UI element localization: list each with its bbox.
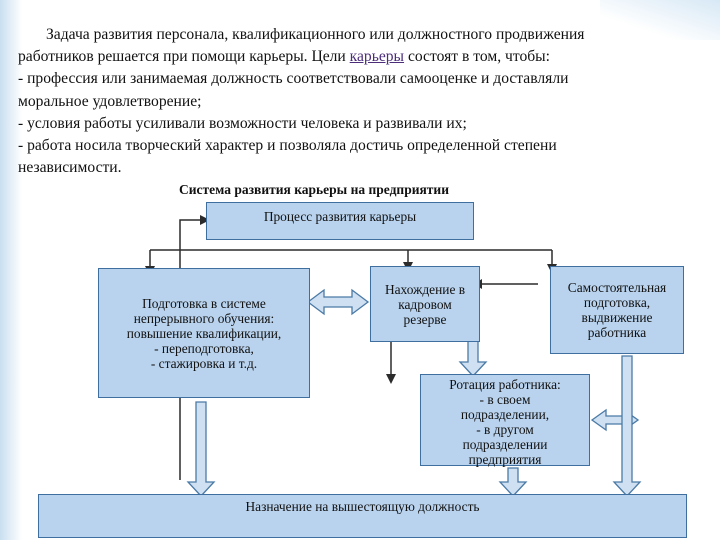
down-arrow-rotation — [498, 467, 528, 497]
reserve-box: Нахождение в кадровом резерве — [370, 266, 480, 342]
intro-line-4: моральное удовлетворение; — [18, 92, 202, 110]
self-training-box: Самостоятельная подготовка, выдвижение р… — [550, 266, 684, 354]
intro-paragraph: Задача развития персонала, квалификацион… — [18, 24, 708, 179]
appointment-box: Назначение на вышестоящую должность — [38, 494, 687, 538]
down-arrow-self-to-rotation — [458, 339, 488, 377]
career-system-diagram: Система развития карьеры на предприятии … — [34, 180, 691, 540]
rotation-arrowhead — [386, 374, 396, 384]
career-link[interactable]: карьеры — [349, 48, 405, 66]
intro-line-7: независимости. — [18, 159, 122, 177]
training-box: Подготовка в системе непрерывного обучен… — [98, 268, 310, 398]
intro-line-5: - условия работы усиливали возможности ч… — [18, 114, 467, 132]
diagram-title: Система развития карьеры на предприятии — [179, 182, 449, 197]
process-box: Процесс развития карьеры — [206, 202, 474, 240]
down-arrow-self — [612, 355, 642, 497]
intro-line-2-end: состоят в том, чтобы: — [404, 48, 550, 66]
intro-line-3: - профессия или занимаемая должность соо… — [18, 70, 569, 88]
intro-line-1: Задача развития персонала, квалификацион… — [46, 26, 585, 43]
down-arrow-training — [186, 401, 216, 497]
slide-corner-decoration — [600, 0, 720, 40]
double-arrow-training-reserve — [306, 288, 370, 316]
rotation-box: Ротация работника: - в своем подразделен… — [420, 374, 590, 467]
feedback-arrowhead — [200, 215, 210, 225]
intro-line-2-start: работников решается при помощи карьеры. … — [18, 48, 350, 66]
intro-line-6: - работа носила творческий характер и по… — [18, 137, 557, 155]
slide-left-edge-decoration — [0, 0, 22, 540]
intro-line-2: работников решается при помощи карьеры. … — [18, 46, 708, 68]
